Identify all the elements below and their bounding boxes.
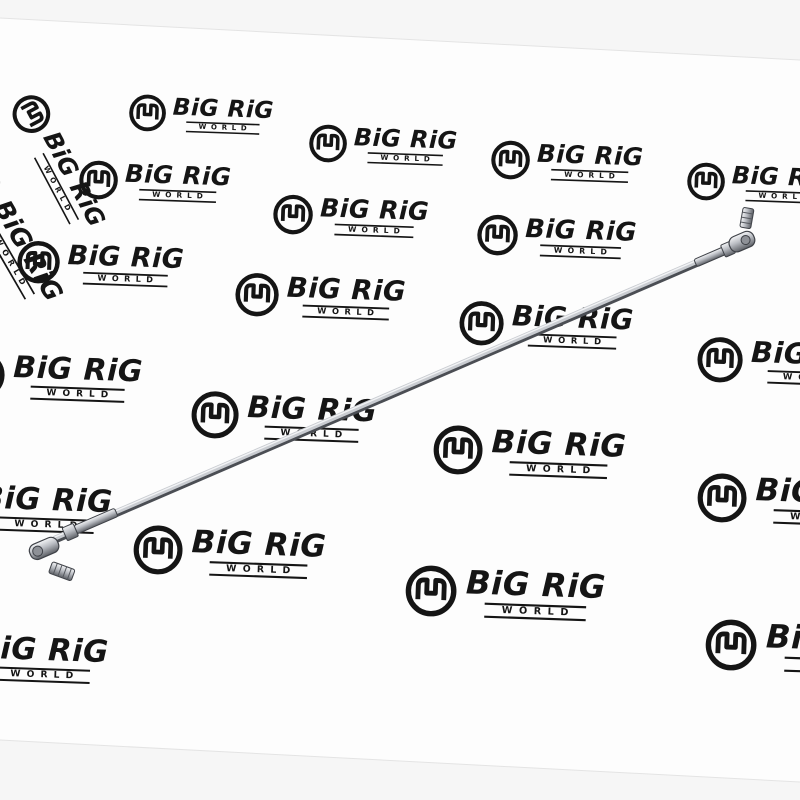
big-rig-world-logo-mark-icon [430,422,486,478]
big-rig-world-logo-mark-icon [474,212,520,258]
big-rig-world-logo-mark-icon [694,334,746,386]
big-rig-world-logo-mark-icon [702,616,760,674]
big-rig-world-logo-mark-icon [14,238,62,286]
big-rig-world-logo-mark-icon [3,86,59,142]
lower-adjuster-sleeve [74,508,118,534]
big-rig-world-logo-mark-icon [188,388,242,442]
big-rig-world-logo-mark-icon [456,298,507,349]
big-rig-world-logo-mark-icon [127,92,169,134]
big-rig-world-logo-mark-icon [307,122,350,165]
big-rig-world-logo-mark-icon [77,158,121,202]
rod-shaft-highlight [54,246,729,538]
lower-ball-joint [28,536,60,561]
big-rig-world-logo-mark-icon [232,270,281,319]
rod-shaft [52,245,731,541]
big-rig-world-logo-mark-icon [489,138,533,182]
lower-hex-nut [61,523,79,541]
big-rig-world-logo-mark-icon [685,160,728,203]
big-rig-world-logo-mark-icon [270,192,315,237]
big-rig-world-logo-mark-icon [130,522,186,578]
lower-rod-end [28,508,118,581]
lower-threaded-stud [48,561,76,581]
upper-rod-end [694,207,756,267]
big-rig-world-logo-mark-icon [0,348,8,402]
big-rig-world-logo-mark-icon [694,470,750,526]
big-rig-world-logo-mark-icon [402,562,460,620]
